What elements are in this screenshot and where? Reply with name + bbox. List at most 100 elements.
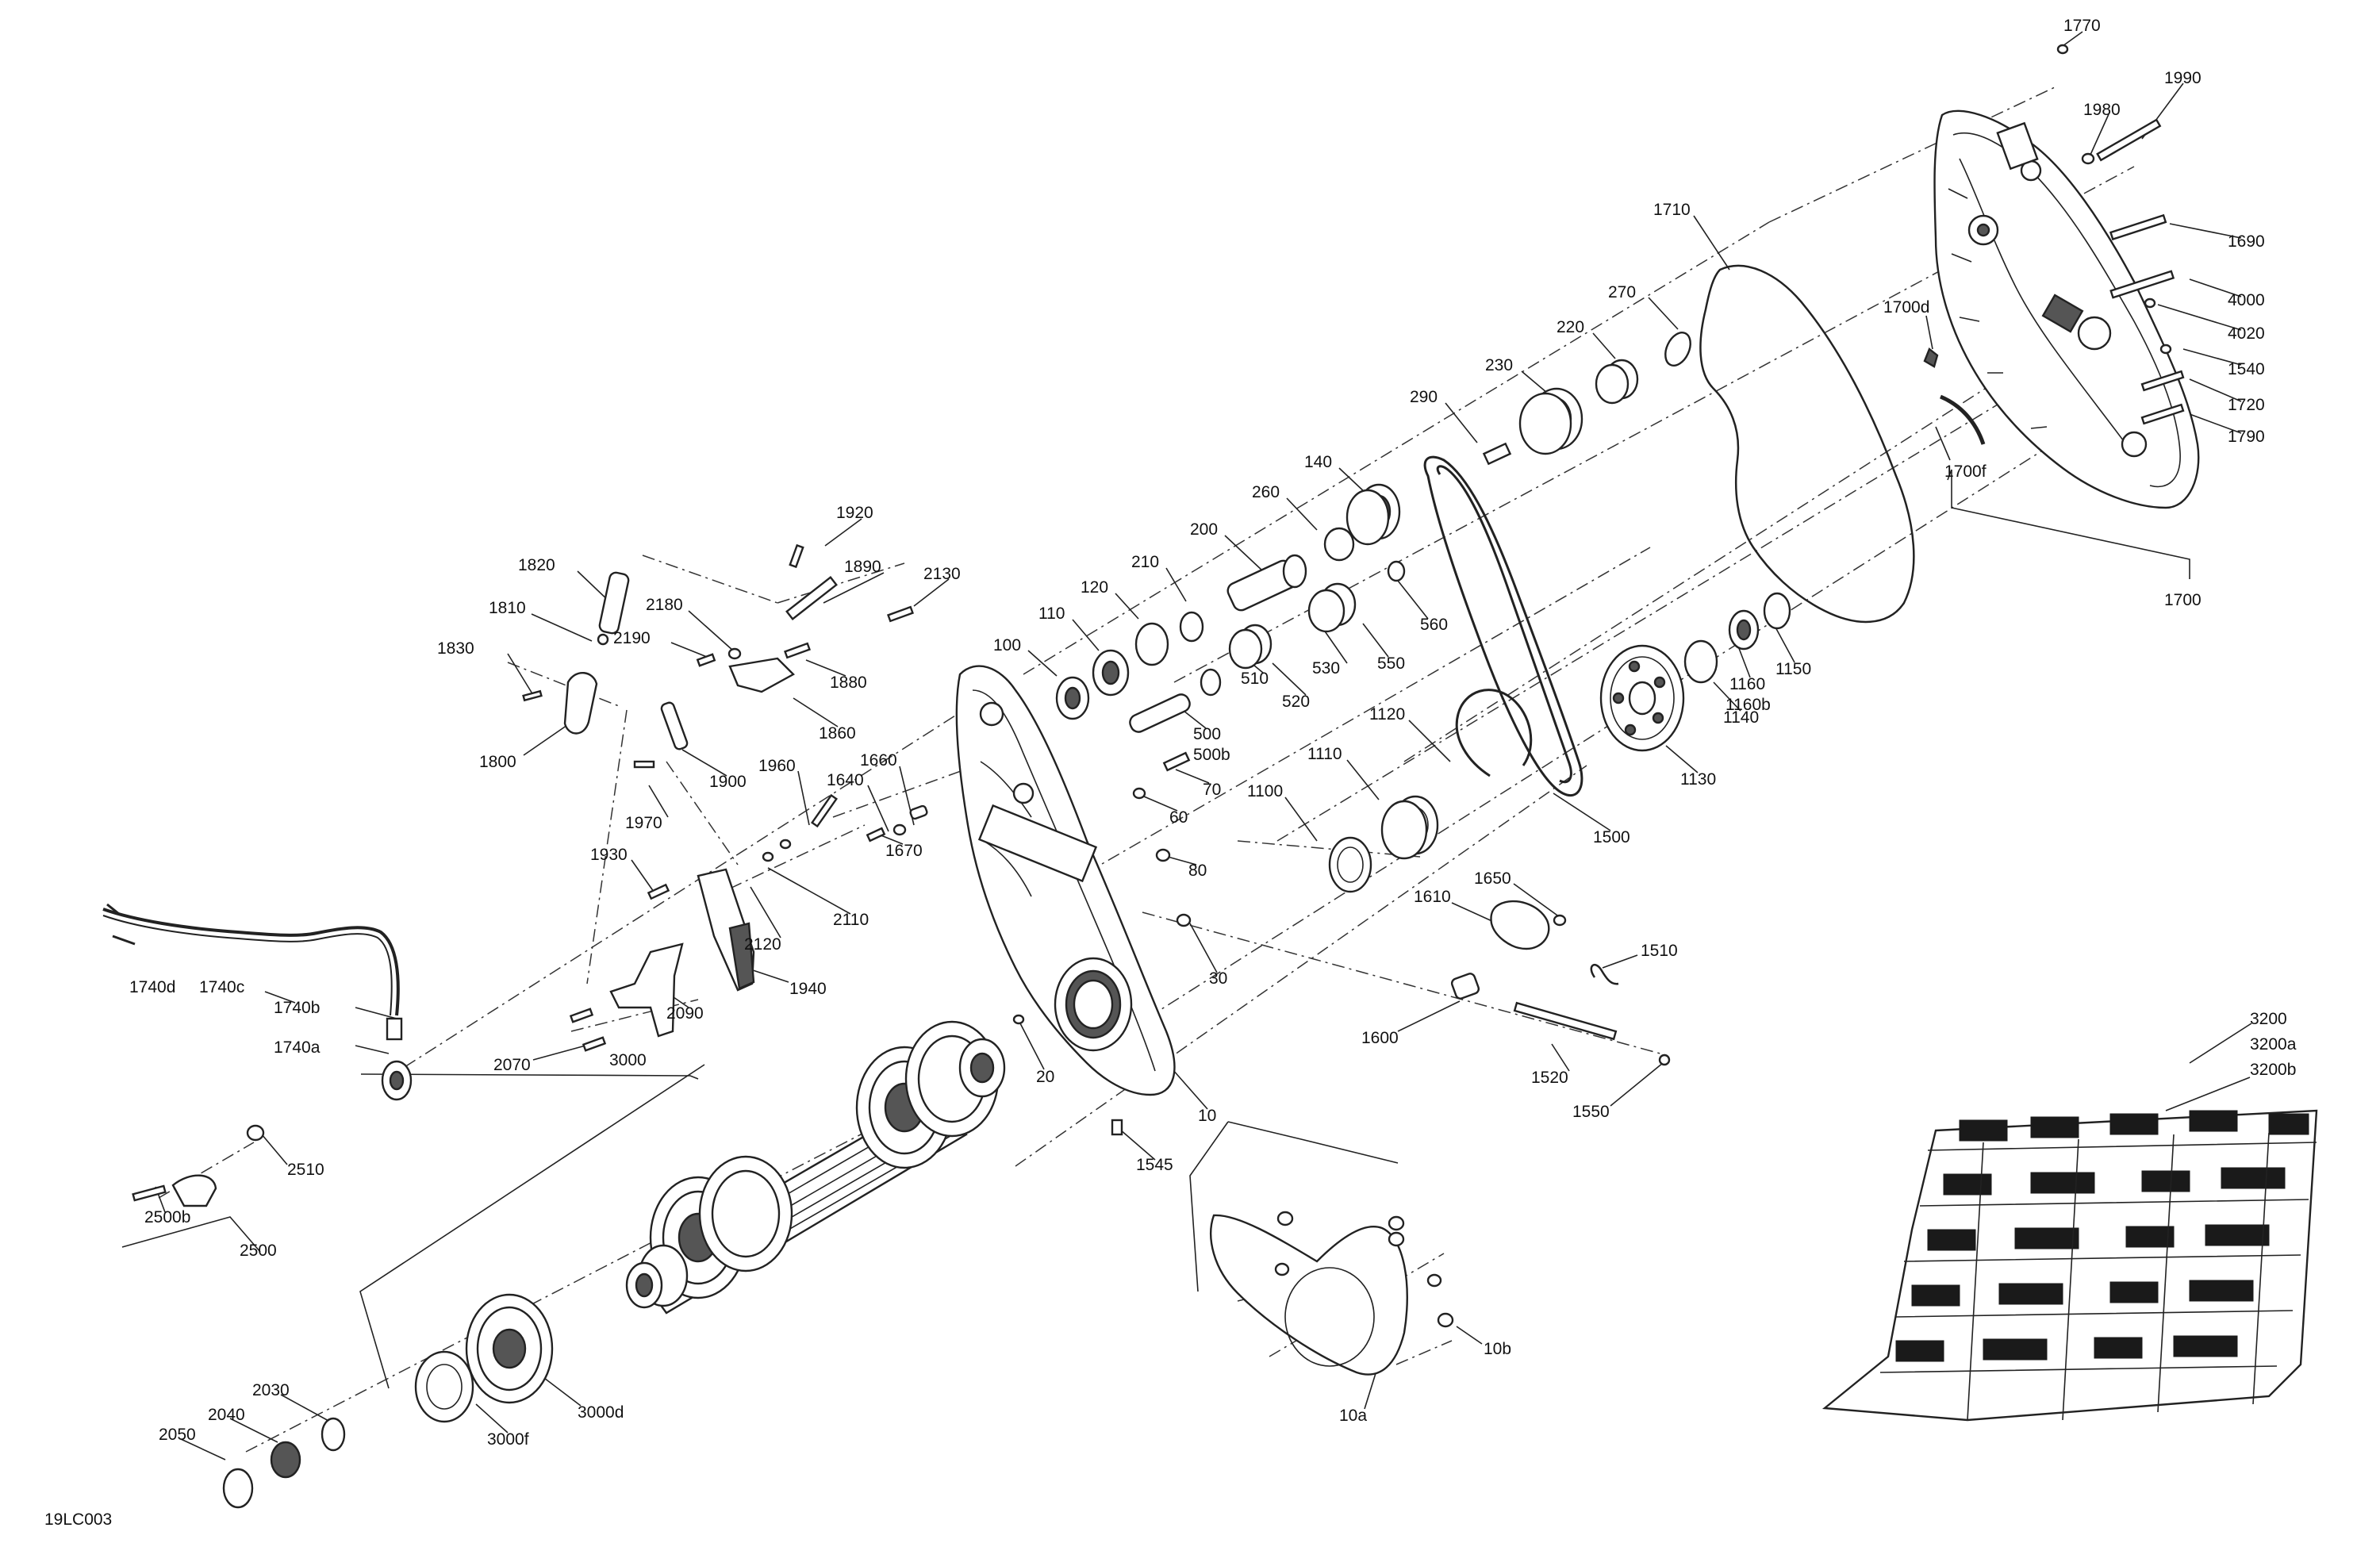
callout-560: 560 (1420, 616, 1448, 634)
callout-1150: 1150 (1775, 660, 1811, 678)
callout-1980: 1980 (2083, 101, 2121, 119)
callout-1770: 1770 (2063, 17, 2101, 35)
callout-1160b: 1160b (1726, 696, 1771, 714)
callout-10b: 10b (1484, 1340, 1511, 1358)
callout-230: 230 (1485, 356, 1513, 374)
callout-510: 510 (1241, 670, 1269, 688)
right-cover-1700 (1923, 109, 2200, 509)
callout-1120: 1120 (1369, 705, 1405, 724)
callout-2070: 2070 (493, 1056, 531, 1074)
callout-1860: 1860 (819, 724, 856, 743)
callout-2030: 2030 (252, 1381, 290, 1399)
callout-20: 20 (1036, 1068, 1054, 1086)
callout-110: 110 (1038, 605, 1065, 623)
callout-4000: 4000 (2228, 291, 2265, 309)
callout-1810: 1810 (489, 599, 526, 617)
callout-520: 520 (1282, 693, 1310, 711)
callout-1600: 1600 (1361, 1029, 1399, 1047)
callout-1500: 1500 (1593, 828, 1630, 846)
callout-1690: 1690 (2228, 232, 2265, 251)
callout-60: 60 (1169, 808, 1188, 827)
drive-shaft-3000 (625, 1020, 1006, 1315)
callout-140: 140 (1304, 453, 1332, 471)
callout-1710: 1710 (1653, 201, 1691, 219)
callout-2110: 2110 (833, 911, 869, 929)
callout-30: 30 (1209, 969, 1227, 988)
callout-1700d: 1700d (1883, 298, 1929, 317)
callout-1970: 1970 (625, 814, 662, 832)
callout-220: 220 (1557, 318, 1584, 336)
plate-10a (1210, 1211, 1454, 1376)
callout-2510: 2510 (287, 1161, 324, 1179)
callout-1140: 1140 (1723, 708, 1759, 727)
drive-belt-1500 (1423, 455, 1583, 796)
callout-2500: 2500 (240, 1242, 277, 1260)
callout-1545: 1545 (1136, 1156, 1173, 1174)
case-fasteners (1012, 751, 1192, 1136)
callout-2090: 2090 (666, 1004, 704, 1023)
axis-lines (158, 86, 2159, 1453)
speed-sensor-cable-1740 (102, 903, 413, 1101)
callout-1610: 1610 (1414, 888, 1451, 906)
callout-3200b: 3200b (2250, 1061, 2296, 1079)
cover-fasteners (2056, 44, 2185, 425)
callout-1740d: 1740d (129, 978, 175, 996)
callout-500: 500 (1193, 725, 1221, 743)
large-sprocket-1130 (1599, 644, 1685, 752)
callout-3000: 3000 (609, 1051, 647, 1069)
callout-1900: 1900 (709, 773, 747, 791)
callout-1130: 1130 (1680, 770, 1716, 789)
callout-260: 260 (1252, 483, 1280, 501)
callout-1940: 1940 (789, 980, 827, 998)
callout-1990: 1990 (2164, 69, 2202, 87)
callout-1110: 1110 (1307, 745, 1342, 763)
callout-1720: 1720 (2228, 396, 2265, 414)
lower-bearings (1328, 689, 1533, 893)
upper-shaft-parts (1055, 332, 1791, 733)
callout-550: 550 (1377, 654, 1405, 673)
callout-3000d: 3000d (578, 1403, 624, 1422)
callout-1660: 1660 (860, 751, 897, 770)
callout-3200a: 3200a (2250, 1035, 2297, 1054)
callout-1820: 1820 (518, 556, 555, 574)
callout-3200: 3200 (2250, 1010, 2287, 1028)
callout-2190: 2190 (613, 629, 651, 647)
callout-3000f: 3000f (487, 1430, 529, 1449)
callout-1670: 1670 (885, 842, 923, 860)
callout-10a: 10a (1339, 1407, 1367, 1425)
callout-1100: 1100 (1247, 782, 1283, 800)
callout-1880: 1880 (830, 674, 867, 692)
callout-70: 70 (1203, 781, 1221, 799)
callout-1830: 1830 (437, 639, 474, 658)
callout-2130: 2130 (923, 565, 961, 583)
track-3200 (1821, 1109, 2318, 1422)
callout-500b: 500b (1193, 746, 1230, 764)
callout-1700: 1700 (2164, 591, 2202, 609)
callout-80: 80 (1188, 862, 1207, 880)
callout-1700f: 1700f (1944, 463, 1987, 481)
callout-1920: 1920 (836, 504, 873, 522)
callout-1960: 1960 (758, 757, 796, 775)
diagram-code: 19LC003 (44, 1510, 112, 1529)
callout-2040: 2040 (208, 1406, 245, 1424)
callout-270: 270 (1608, 283, 1636, 301)
callout-1550: 1550 (1572, 1103, 1610, 1121)
callout-1510: 1510 (1641, 942, 1678, 960)
callout-120: 120 (1081, 578, 1108, 597)
callout-1800: 1800 (479, 753, 516, 771)
callout-1740b: 1740b (274, 999, 320, 1017)
callout-1520: 1520 (1531, 1069, 1568, 1087)
cover-gasket-1710 (1699, 264, 1915, 624)
callout-2180: 2180 (646, 596, 683, 614)
callout-1540: 1540 (2228, 360, 2265, 378)
callout-1650: 1650 (1474, 869, 1511, 888)
bracket-2500 (132, 1124, 265, 1207)
callout-530: 530 (1312, 659, 1340, 677)
callout-labels: 1770 1990 1980 1690 1710 4000 4020 1700d… (44, 17, 2297, 1529)
callout-1740c: 1740c (199, 978, 244, 996)
tensioner-parts (1450, 900, 1671, 1066)
callout-1740a: 1740a (274, 1038, 321, 1057)
shift-linkage (522, 543, 928, 1052)
callout-10: 10 (1198, 1107, 1216, 1125)
